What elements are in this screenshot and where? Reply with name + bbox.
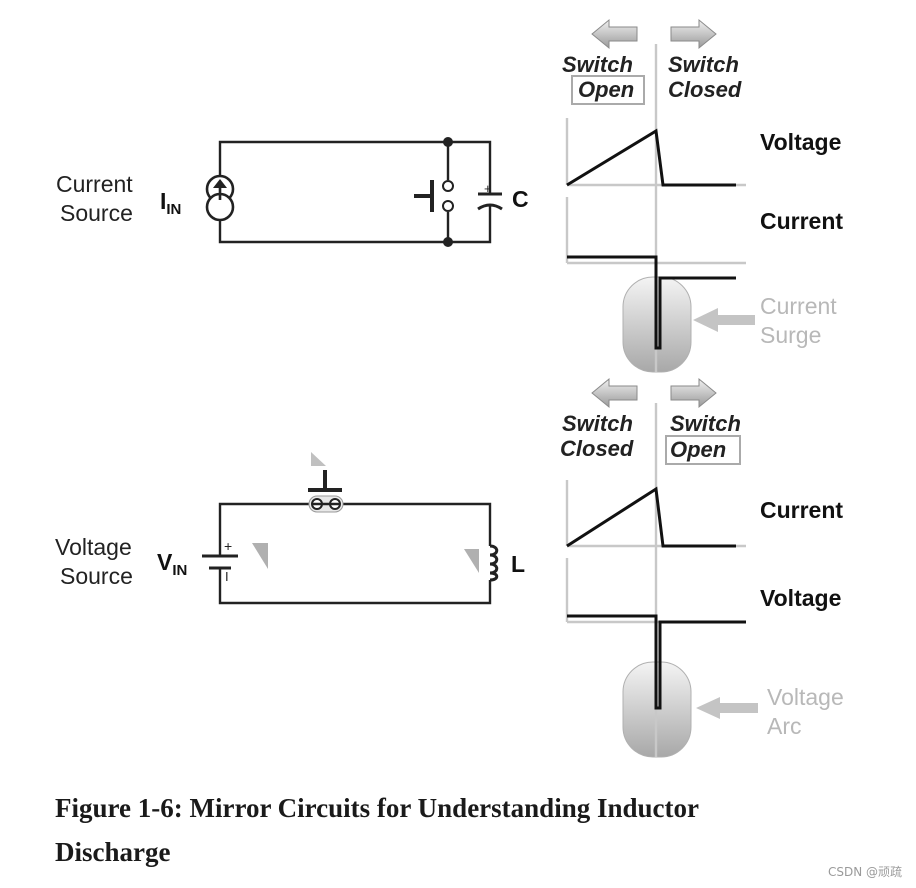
figure-caption: Figure 1-6: Mirror Circuits for Understa… bbox=[55, 786, 815, 874]
top-wire-upper bbox=[218, 140, 492, 188]
right-arrow-icon bbox=[670, 377, 717, 409]
current-source-icon bbox=[205, 174, 235, 222]
bottom-wire-lower bbox=[218, 568, 492, 605]
state-right-label-line2: Closed bbox=[668, 77, 742, 102]
arc-shade-icon bbox=[252, 543, 268, 569]
battery-plus-mark: + bbox=[224, 538, 232, 554]
state-left-label-line2: Open bbox=[578, 77, 634, 102]
mirror-circuits-diagram: Current Source IIN bbox=[55, 18, 844, 758]
voltage-trace bbox=[567, 614, 746, 710]
source-type-label-line2: Source bbox=[60, 200, 133, 226]
caption-line1: Figure 1-6: Mirror Circuits for Understa… bbox=[55, 793, 699, 823]
callout-label-line2: Surge bbox=[760, 322, 821, 348]
state-right-label-line2: Open bbox=[670, 437, 726, 462]
voltage-trace bbox=[566, 128, 736, 187]
callout-arrow-icon bbox=[693, 308, 755, 332]
current-trace bbox=[567, 255, 736, 350]
right-arrow-icon bbox=[670, 18, 717, 50]
top-wire-lower bbox=[218, 212, 492, 244]
current-trace bbox=[566, 486, 736, 548]
trace2-label: Voltage bbox=[760, 585, 841, 611]
callout-arrow-icon bbox=[696, 697, 758, 719]
source-type-label-line1: Voltage bbox=[55, 534, 132, 560]
bottom-waveform-panel: Switch Closed Switch Open Current Voltag… bbox=[560, 377, 844, 758]
callout-label-line1: Voltage bbox=[767, 684, 844, 710]
bottom-wire-upper-left bbox=[218, 502, 311, 556]
state-left-label-line1: Switch bbox=[562, 52, 633, 77]
trace1-label: Current bbox=[760, 497, 843, 523]
capacitor-label: C bbox=[512, 186, 529, 212]
left-arrow-icon bbox=[591, 18, 638, 50]
caption-line2: Discharge bbox=[55, 837, 171, 867]
watermark: CSDN @顽疏 bbox=[827, 865, 902, 879]
voltage-source-symbol: VIN bbox=[157, 549, 187, 579]
pushbutton-switch-icon bbox=[414, 180, 454, 212]
trace2-label: Current bbox=[760, 208, 843, 234]
bottom-wire-upper-right bbox=[343, 502, 492, 546]
current-source-symbol: IIN bbox=[160, 188, 181, 218]
inductor-label: L bbox=[511, 551, 525, 577]
inductor-icon bbox=[489, 544, 499, 582]
current-source-circuit: Current Source IIN bbox=[56, 137, 529, 247]
state-highlight-box bbox=[665, 435, 741, 465]
junction-dot bbox=[443, 237, 453, 247]
source-type-label-line1: Current bbox=[56, 171, 133, 197]
state-left-label-line1: Switch bbox=[562, 411, 633, 436]
normally-closed-switch-icon bbox=[308, 452, 344, 513]
source-type-label-line2: Source bbox=[60, 563, 133, 589]
left-arrow-icon bbox=[591, 377, 638, 409]
trace1-label: Voltage bbox=[760, 129, 841, 155]
state-left-label-line2: Closed bbox=[560, 436, 634, 461]
arc-shade-icon bbox=[464, 549, 479, 573]
voltage-source-circuit: Voltage Source VIN + I L bbox=[55, 452, 525, 605]
callout-label-line2: Arc bbox=[767, 713, 802, 739]
state-highlight-box bbox=[571, 75, 645, 105]
callout-label-line1: Current bbox=[760, 293, 837, 319]
capacitor-icon bbox=[477, 188, 503, 212]
capacitor-polarity-mark: + bbox=[484, 181, 492, 196]
battery-minus-mark: I bbox=[225, 569, 229, 584]
junction-dot bbox=[443, 137, 453, 147]
battery-icon bbox=[202, 554, 238, 570]
state-right-label-line1: Switch bbox=[668, 52, 739, 77]
state-right-label-line1: Switch bbox=[670, 411, 741, 436]
top-waveform-panel: Switch Open Switch Closed Voltage Curren… bbox=[562, 18, 843, 373]
